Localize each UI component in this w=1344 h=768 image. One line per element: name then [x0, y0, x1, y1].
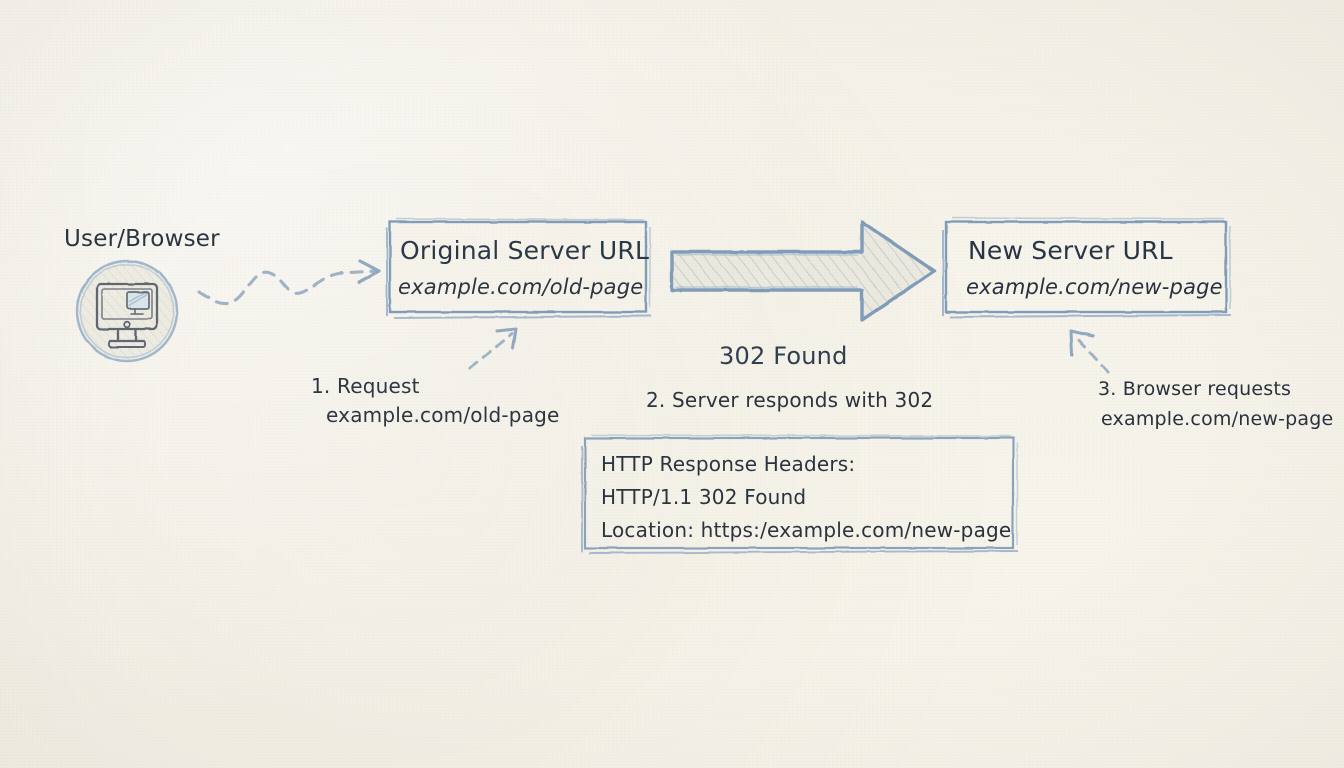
monitor-icon [95, 282, 159, 348]
step-2-label: 2. Server responds with 302 [646, 388, 934, 412]
step-3-detail: example.com/new-page [1101, 408, 1334, 430]
redirect-block-arrow [670, 220, 936, 322]
step-3-label: 3. Browser requests [1098, 378, 1292, 400]
connector-request-wavy [197, 259, 381, 306]
step-1-label: 1. Request [311, 374, 420, 398]
actor-label: User/Browser [64, 226, 220, 252]
redirect-status-label: 302 Found [719, 342, 848, 370]
step-1-detail: example.com/old-page [326, 403, 560, 427]
response-headers-line-2: Location: https:/example.com/new-page [601, 518, 1012, 542]
node-box-new-server[interactable] [942, 217, 1232, 318]
connector-step1-arrow [468, 327, 518, 370]
response-headers-box [581, 434, 1019, 554]
response-headers-line-1: HTTP/1.1 302 Found [601, 485, 807, 509]
response-headers-heading: HTTP Response Headers: [601, 452, 856, 476]
node-subtitle-new-server: example.com/new-page [966, 275, 1223, 299]
node-title-original-server: Original Server URL [400, 236, 650, 265]
node-subtitle-original-server: example.com/old-page [398, 275, 644, 299]
avatar [75, 259, 179, 363]
connector-step3-arrow [1069, 329, 1110, 374]
node-box-original-server[interactable] [386, 218, 652, 319]
node-title-new-server: New Server URL [968, 236, 1173, 265]
